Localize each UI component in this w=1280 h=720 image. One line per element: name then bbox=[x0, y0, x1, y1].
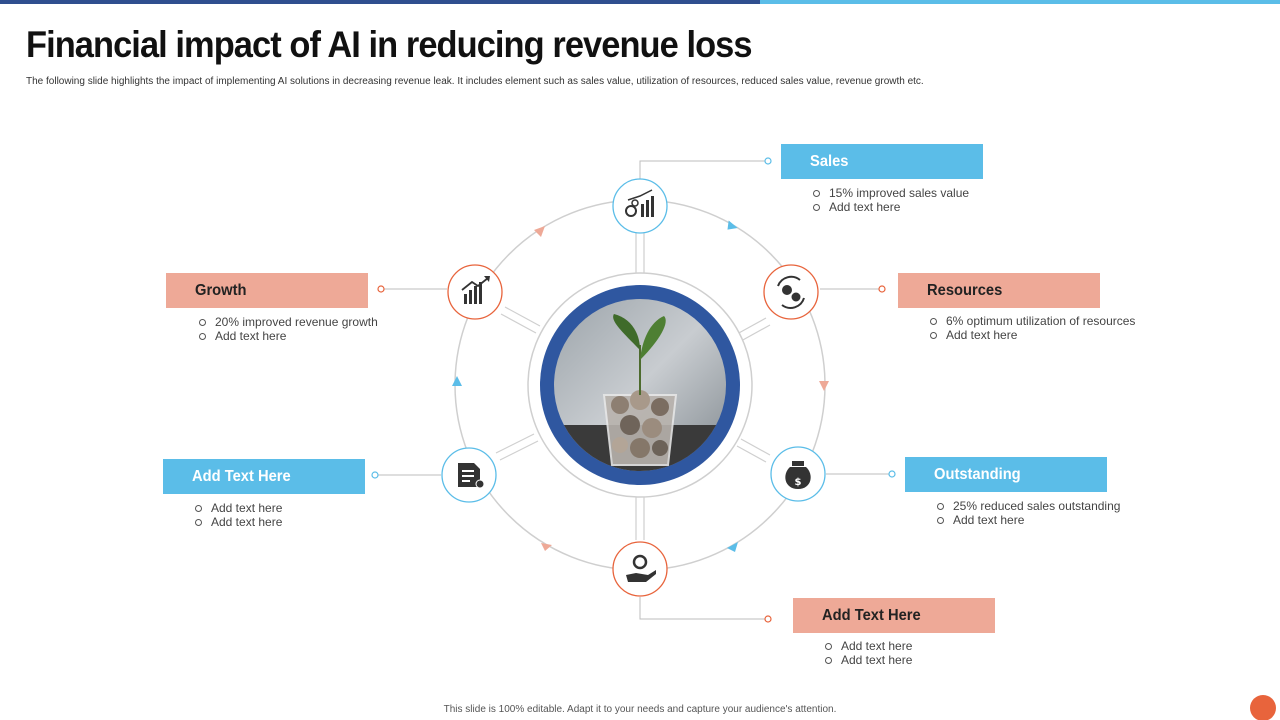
hand-gear-icon bbox=[626, 554, 656, 582]
bullet-item: Add text here bbox=[935, 513, 1120, 527]
label-left: Add Text Here bbox=[163, 459, 365, 494]
label-bottom: Add Text Here bbox=[793, 598, 995, 633]
bullet-item: 25% reduced sales outstanding bbox=[935, 499, 1120, 513]
chart-growth-icon bbox=[625, 189, 654, 217]
gears-cycle-icon bbox=[777, 275, 805, 309]
page-title: Financial impact of AI in reducing reven… bbox=[26, 24, 753, 65]
corner-accent-dot bbox=[1250, 695, 1276, 720]
bullet-item: Add text here bbox=[811, 200, 969, 214]
label-resources: Resources bbox=[898, 273, 1100, 308]
label-sales: Sales bbox=[781, 144, 983, 179]
coins-jar-plant-image bbox=[554, 299, 726, 471]
page-subtitle: The following slide highlights the impac… bbox=[26, 76, 924, 87]
bullet-item: Add text here bbox=[193, 501, 282, 515]
footer-note: This slide is 100% editable. Adapt it to… bbox=[443, 704, 837, 715]
node-sales bbox=[612, 178, 668, 234]
svg-text:$: $ bbox=[795, 477, 802, 488]
label-outstanding: Outstanding bbox=[905, 457, 1107, 492]
top-accent-bar-light bbox=[760, 0, 1280, 4]
spokes bbox=[495, 232, 771, 540]
money-bag-icon: $ bbox=[785, 461, 811, 489]
bullet-item: Add text here bbox=[197, 329, 378, 343]
bullet-item: Add text here bbox=[193, 515, 282, 529]
connector-dots bbox=[371, 157, 896, 623]
bullet-item: Add text here bbox=[823, 653, 912, 667]
bullet-item: Add text here bbox=[928, 328, 1135, 342]
document-money-icon bbox=[458, 463, 485, 489]
ring-arrows bbox=[452, 220, 829, 552]
bullet-item: 15% improved sales value bbox=[811, 186, 969, 200]
label-growth: Growth bbox=[166, 273, 368, 308]
bullet-item: Add text here bbox=[823, 639, 912, 653]
top-accent-bar-dark bbox=[0, 0, 760, 4]
connector-lines bbox=[375, 160, 892, 620]
bullet-item: 20% improved revenue growth bbox=[197, 315, 378, 329]
growth-bars-icon bbox=[461, 276, 490, 304]
bullet-item: 6% optimum utilization of resources bbox=[928, 314, 1135, 328]
